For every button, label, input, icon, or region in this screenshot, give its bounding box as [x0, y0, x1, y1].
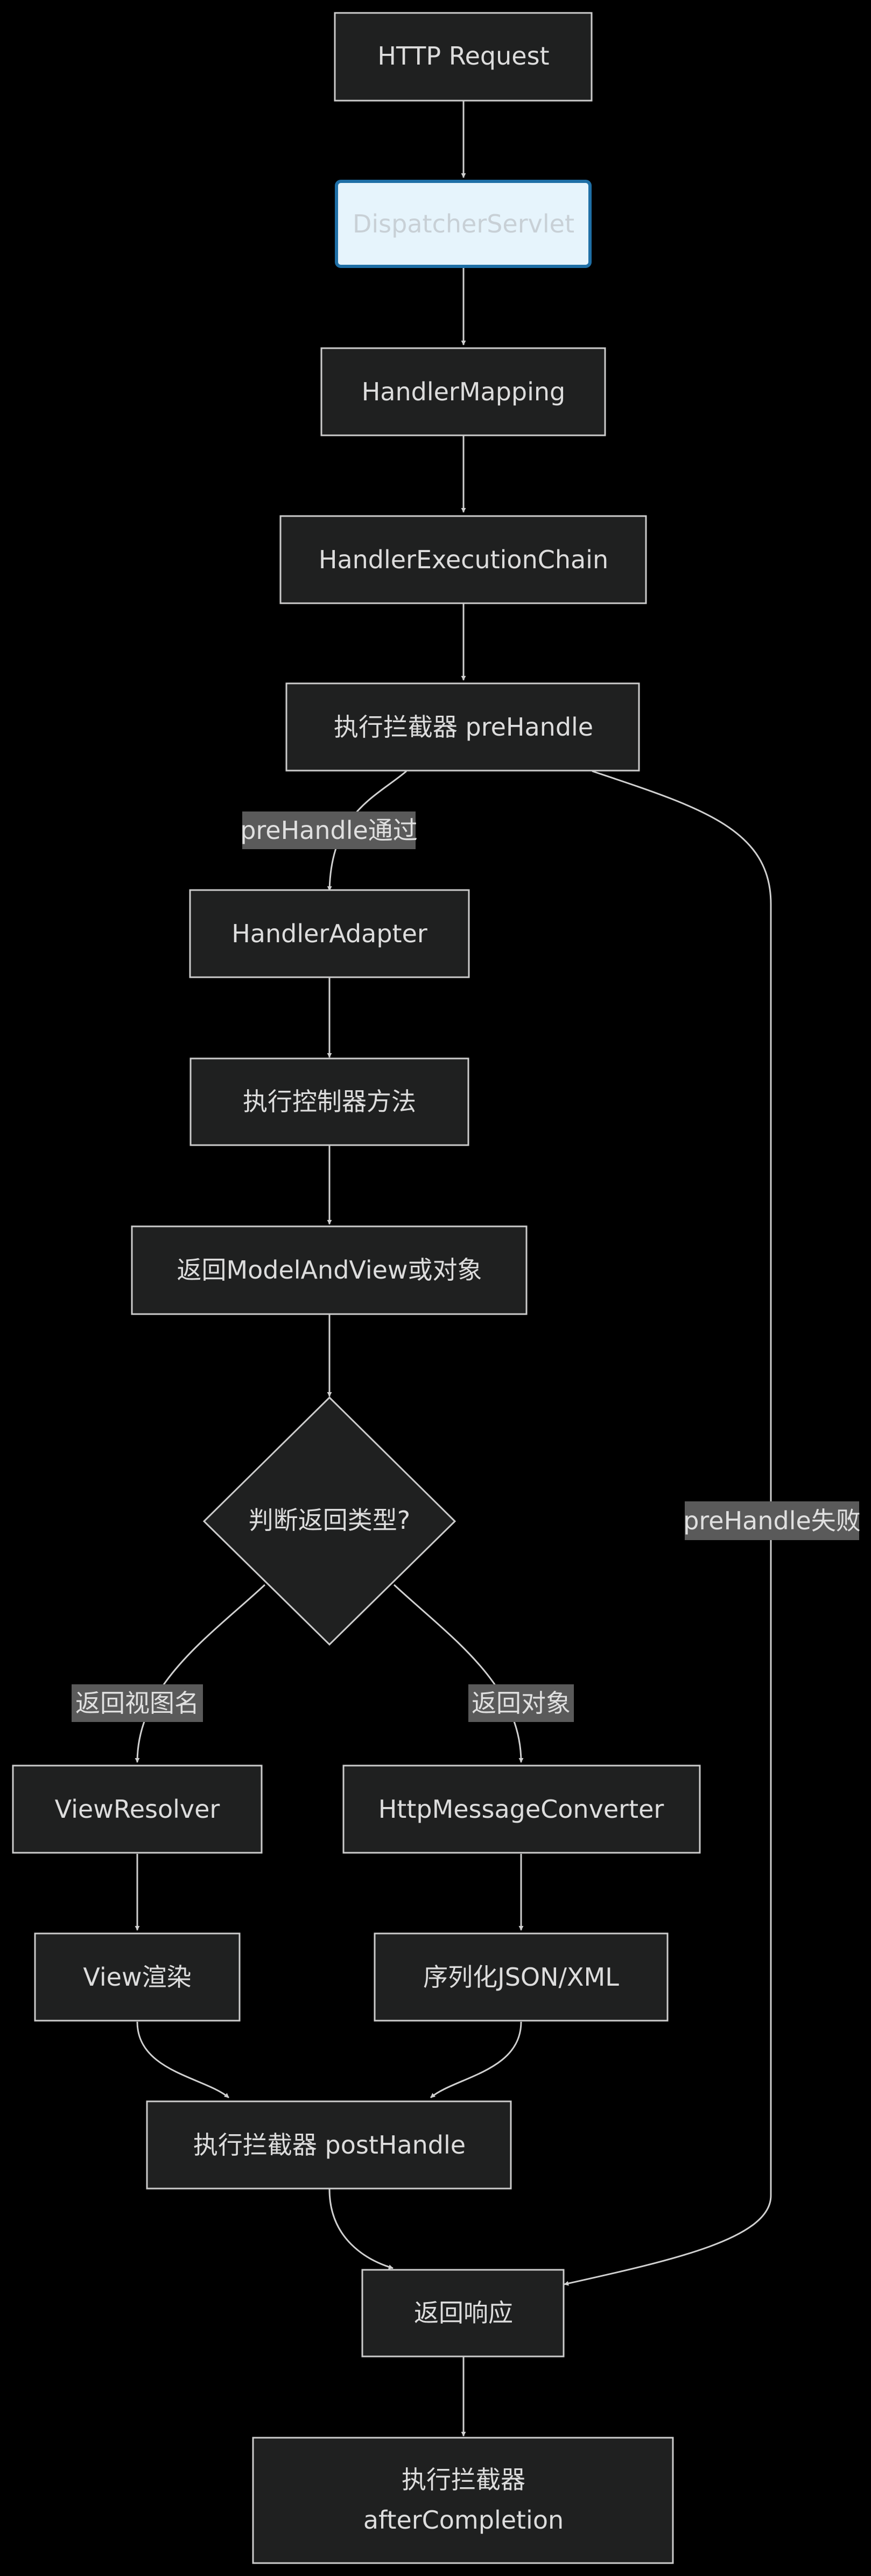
node-post-handle: 执行拦截器 postHandle [146, 2100, 512, 2190]
node-decision-label: 判断返回类型? [249, 1506, 410, 1535]
edges [135, 101, 772, 2437]
node-message-converter: HttpMessageConverter [342, 1765, 701, 1854]
edge-label-return-object-text: 返回对象 [472, 1689, 571, 1718]
node-decision: 判断返回类型? [202, 1396, 456, 1646]
node-message-converter-label: HttpMessageConverter [378, 1795, 664, 1824]
node-handler-mapping: HandlerMapping [320, 347, 606, 436]
node-handler-adapter: HandlerAdapter [189, 889, 470, 978]
node-handler-mapping-label: HandlerMapping [362, 377, 566, 406]
node-http-request-label: HTTP Request [377, 41, 549, 70]
node-after-completion-label-line2: afterCompletion [363, 2506, 564, 2535]
edge-decision-to-viewresolver [135, 1584, 266, 1763]
node-return-model-label: 返回ModelAndView或对象 [177, 1255, 482, 1285]
node-http-request: HTTP Request [334, 12, 593, 102]
node-serialize: 序列化JSON/XML [374, 1932, 669, 2022]
edge-label-return-view-name: 返回视图名 [72, 1684, 203, 1722]
node-view-render-label: View渲染 [83, 1963, 191, 1992]
edge-decision-to-converter [393, 1584, 524, 1763]
edge-posthandle-to-response [328, 2189, 394, 2269]
node-invoke-controller: 执行控制器方法 [189, 1057, 469, 1146]
node-dispatcher-servlet: DispatcherServlet [335, 180, 592, 268]
node-post-handle-label: 执行拦截器 postHandle [193, 2130, 466, 2159]
node-return-response: 返回响应 [361, 2269, 565, 2358]
node-serialize-label: 序列化JSON/XML [423, 1963, 619, 1992]
edge-label-prehandle-fail: preHandle失败 [683, 1501, 861, 1540]
node-dispatcher-servlet-label: DispatcherServlet [353, 209, 574, 238]
node-view-resolver-label: ViewResolver [55, 1795, 220, 1824]
node-handler-execution-chain: HandlerExecutionChain [279, 515, 647, 604]
node-handler-execution-chain-label: HandlerExecutionChain [319, 545, 608, 574]
edge-render-to-posthandle [136, 2021, 229, 2099]
node-return-model: 返回ModelAndView或对象 [131, 1225, 528, 1315]
edge-prehandle-fail-to-response [564, 770, 772, 2286]
edge-label-prehandle-pass: preHandle通过 [240, 811, 418, 849]
node-after-completion: 执行拦截器 afterCompletion [252, 2437, 674, 2564]
node-after-completion-label-line1: 执行拦截器 [402, 2465, 525, 2494]
edge-serialize-to-posthandle [430, 2021, 522, 2099]
node-return-response-label: 返回响应 [414, 2298, 513, 2327]
edge-label-prehandle-pass-text: preHandle通过 [240, 816, 418, 845]
edge-prehandle-to-adapter [327, 770, 407, 891]
node-view-render: View渲染 [34, 1932, 241, 2022]
node-view-resolver: ViewResolver [12, 1765, 263, 1854]
node-handler-adapter-label: HandlerAdapter [231, 919, 427, 948]
node-invoke-controller-label: 执行控制器方法 [243, 1087, 416, 1116]
edge-label-return-view-name-text: 返回视图名 [75, 1689, 199, 1718]
node-prehandle-label: 执行拦截器 preHandle [334, 712, 593, 742]
node-prehandle: 执行拦截器 preHandle [285, 682, 640, 772]
edge-label-return-object: 返回对象 [468, 1684, 574, 1722]
edge-label-prehandle-fail-text: preHandle失败 [683, 1506, 861, 1535]
